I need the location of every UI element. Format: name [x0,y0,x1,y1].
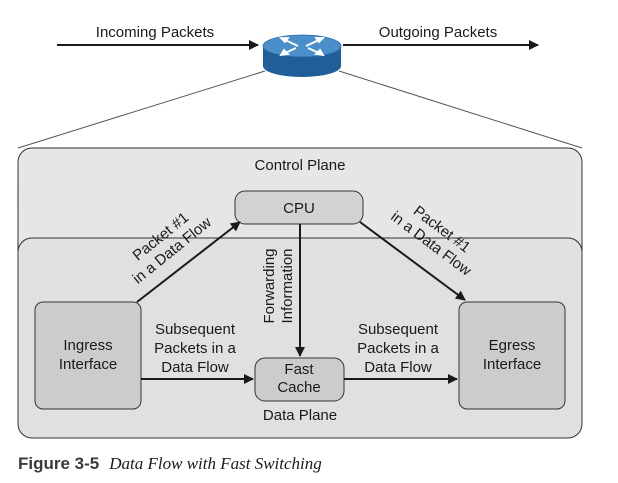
figure-caption: Figure 3-5 Data Flow with Fast Switching [18,454,322,474]
subsequent-left-line3: Data Flow [161,359,229,376]
forwarding-line2: Information [279,248,296,323]
figure-title: Data Flow with Fast Switching [109,454,322,473]
router-icon [262,34,342,77]
control-plane-label: Control Plane [255,157,346,174]
subsequent-right-line1: Subsequent [358,321,439,338]
fast-cache-label-line1: Fast [284,361,314,378]
funnel-line-left [17,70,266,149]
egress-label-line1: Egress [489,337,536,354]
arrow-cpu-to-egress [359,221,466,301]
ingress-interface-box [34,301,142,410]
subsequent-left-line2: Packets in a [154,340,236,357]
incoming-packets-label: Incoming Packets [96,24,214,41]
fast-cache-label-line2: Cache [277,379,320,396]
data-plane-label: Data Plane [263,407,337,424]
arrow-ingress-to-cpu [136,221,241,303]
subsequent-left-line1: Subsequent [155,321,236,338]
outgoing-packets-label: Outgoing Packets [379,24,497,41]
subsequent-right-line3: Data Flow [364,359,432,376]
subsequent-right-line2: Packets in a [357,340,439,357]
ingress-label-line2: Interface [59,356,117,373]
funnel-line-right [338,70,583,149]
egress-interface-box [458,301,566,410]
ingress-label-line1: Ingress [63,337,112,354]
egress-label-line2: Interface [483,356,541,373]
forwarding-line1: Forwarding [261,248,278,323]
fast-switching-diagram: Incoming Packets Outgoing Packets Contro… [17,24,583,439]
figure-number: Figure 3-5 [18,454,100,473]
cpu-label: CPU [283,200,315,217]
